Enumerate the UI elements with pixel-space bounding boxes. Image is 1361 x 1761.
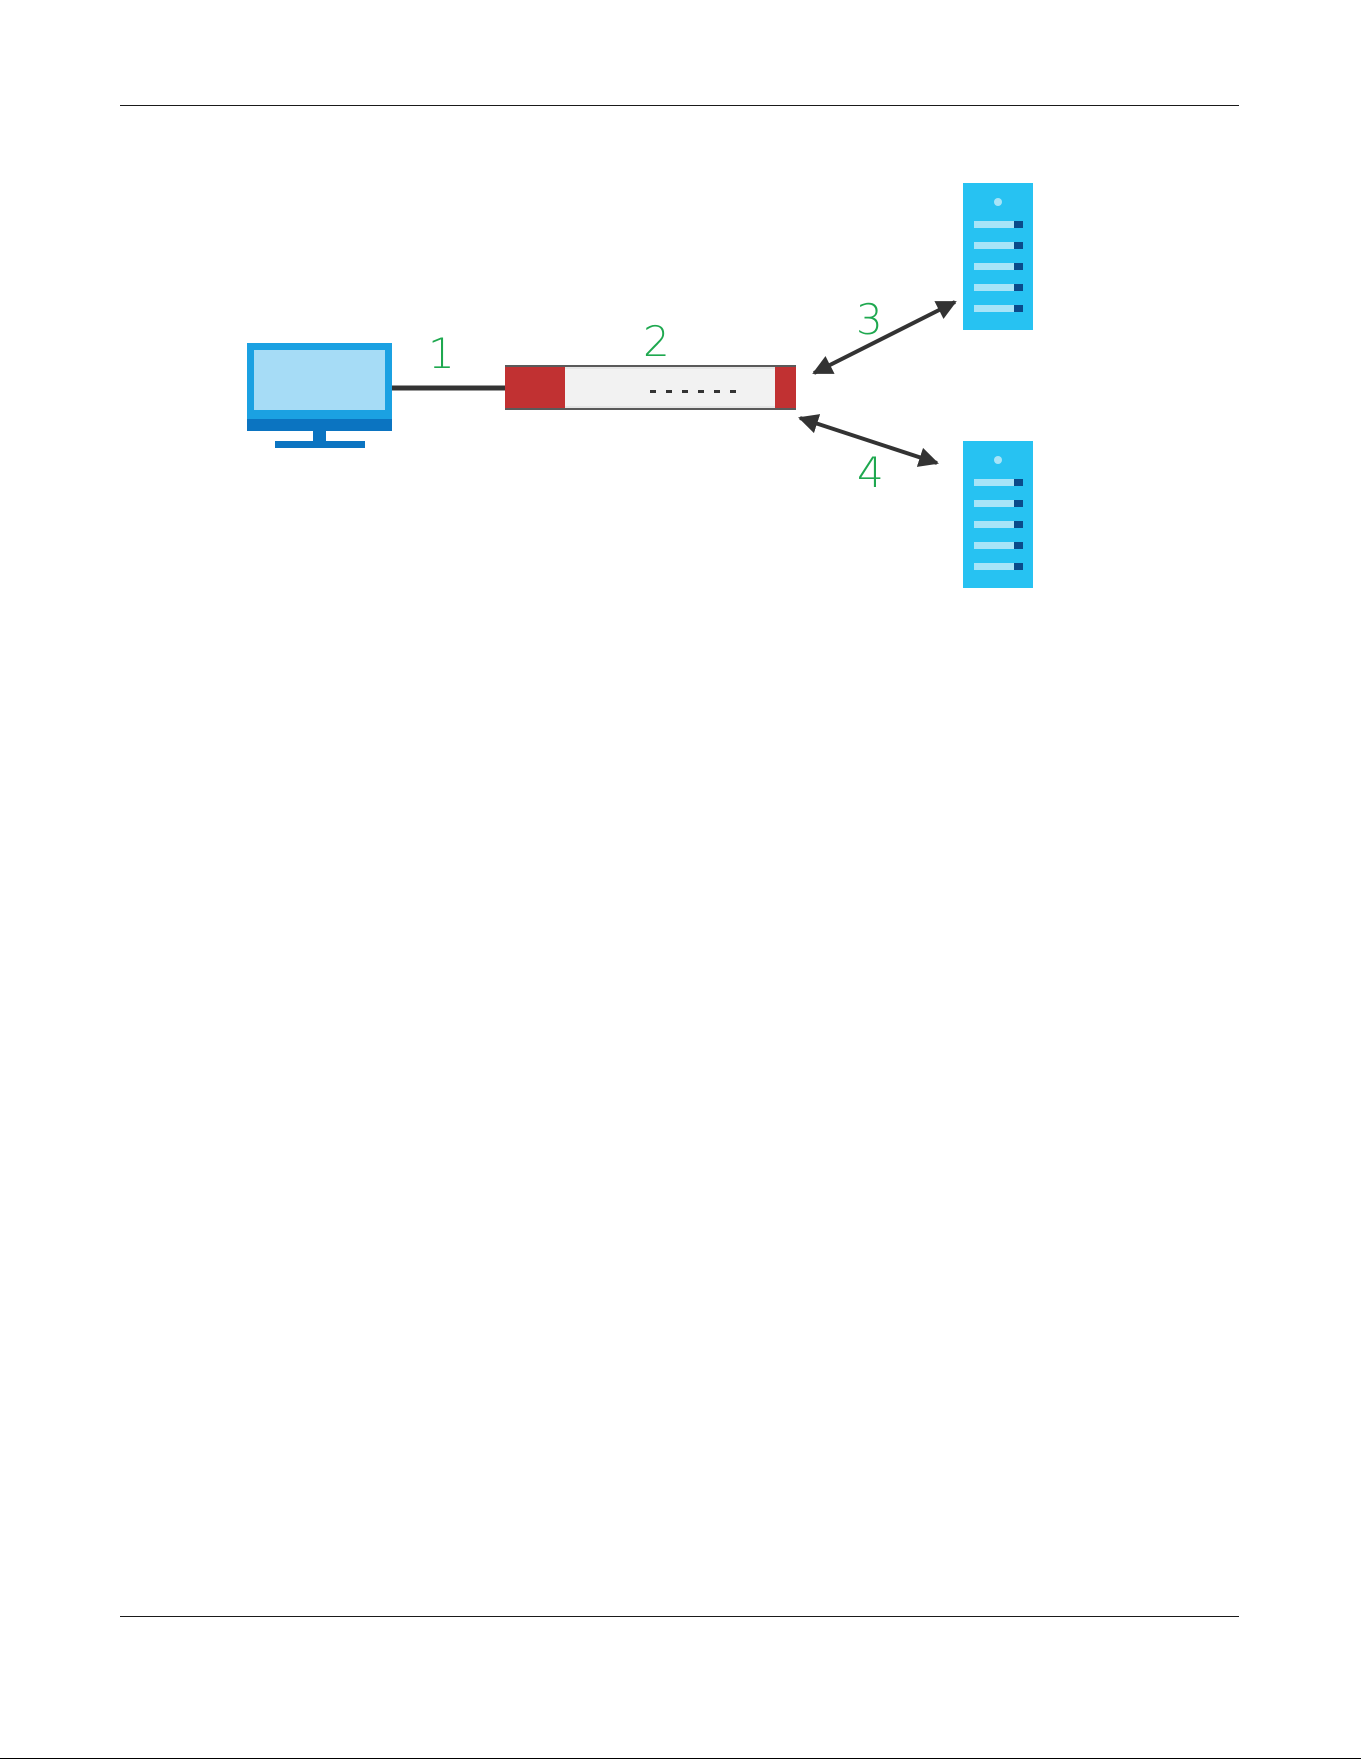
computer-stand xyxy=(313,431,326,442)
server-b-led xyxy=(994,456,1002,464)
firewall-device-icon xyxy=(505,365,796,410)
footer-rule xyxy=(120,1616,1239,1617)
arrow-to-server-a xyxy=(814,302,955,373)
computer-base-band xyxy=(247,419,392,431)
server-icon xyxy=(963,441,1033,588)
page-bottom-edge xyxy=(0,1758,1361,1759)
computer-icon xyxy=(247,343,392,448)
step-label-4: 4 xyxy=(857,448,884,497)
computer-foot xyxy=(275,441,365,448)
firewall-left-cap xyxy=(505,365,565,410)
step-label-1: 1 xyxy=(428,329,455,378)
step-label-2: 2 xyxy=(643,317,670,366)
firewall-body xyxy=(565,369,775,406)
step-label-3: 3 xyxy=(856,295,883,344)
firewall-right-cap xyxy=(775,365,796,410)
computer-screen xyxy=(254,350,385,410)
server-icon xyxy=(963,183,1033,330)
server-a-led xyxy=(994,198,1002,206)
